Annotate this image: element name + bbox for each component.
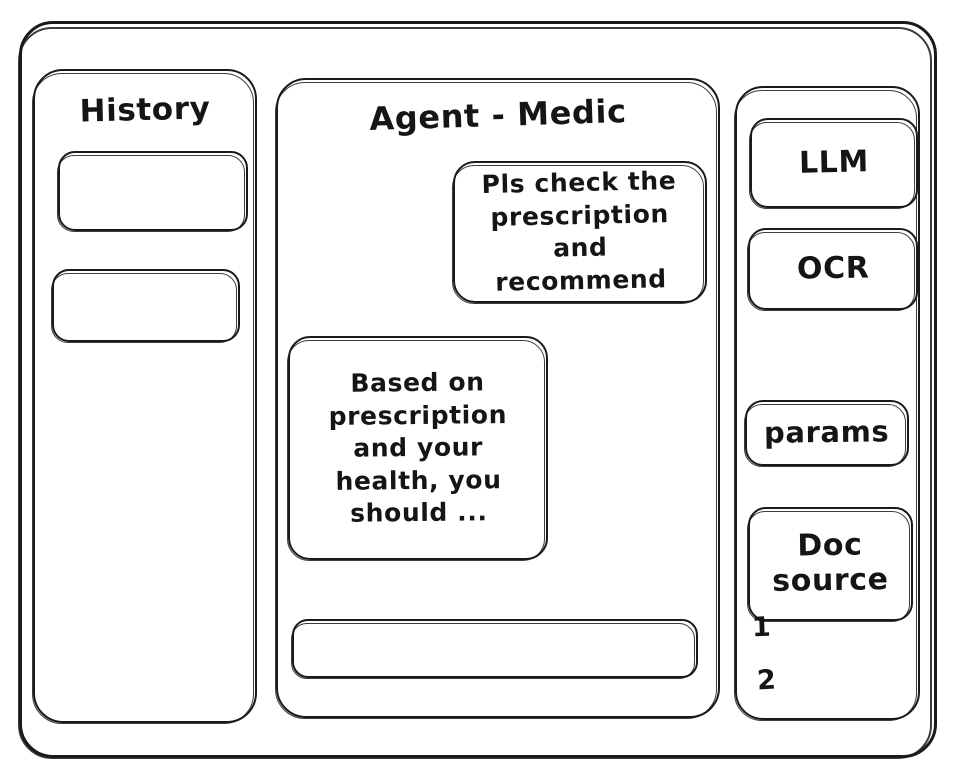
- agent-message-bubble: Based on prescription and your health, y…: [287, 336, 548, 561]
- tool-button-doc-source[interactable]: Doc source: [747, 507, 913, 622]
- tool-button-params-label: params: [764, 414, 890, 450]
- tool-button-doc-source-label: Doc source: [772, 527, 890, 599]
- user-message-text: Pls check the prescription and recommend: [481, 165, 677, 297]
- tool-button-llm-label: LLM: [798, 143, 870, 181]
- history-list-item[interactable]: [57, 151, 248, 232]
- tool-button-params[interactable]: params: [744, 400, 909, 467]
- doc-source-list-item[interactable]: 2: [756, 664, 778, 697]
- history-panel-title: History: [79, 90, 211, 130]
- user-message-bubble: Pls check the prescription and recommend: [452, 161, 707, 304]
- tool-button-llm[interactable]: LLM: [749, 118, 918, 209]
- agent-message-text: Based on prescription and your health, y…: [328, 367, 507, 528]
- tool-button-ocr[interactable]: OCR: [747, 228, 918, 311]
- tool-button-ocr-label: OCR: [796, 250, 870, 287]
- doc-source-list-item[interactable]: 1: [751, 611, 772, 644]
- history-list-item[interactable]: [51, 269, 240, 343]
- message-input[interactable]: [291, 619, 698, 679]
